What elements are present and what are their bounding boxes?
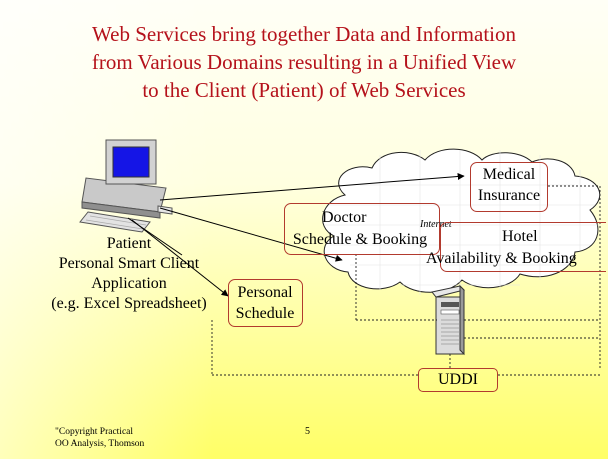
medical-insurance-line-2: Insurance — [477, 187, 541, 204]
client-label-line-3: Application — [91, 275, 167, 292]
medical-insurance-label: Medical Insurance — [470, 164, 548, 206]
title-line-2: from Various Domains resulting in a Unif… — [91, 50, 517, 74]
internet-label: Internet — [420, 219, 452, 230]
client-label-line-4: (e.g. Excel Spreadsheet) — [51, 295, 207, 312]
uddi-box — [418, 368, 498, 392]
title-line-1: Web Services bring together Data and Inf… — [92, 22, 516, 46]
desktop-computer-icon — [79, 139, 173, 233]
slide-title: Web Services bring together Data and Inf… — [30, 20, 578, 104]
cloud-icon — [322, 148, 601, 295]
personal-schedule-label: Personal Schedule — [226, 282, 304, 324]
hotel-box — [440, 222, 606, 272]
server-tower-icon — [431, 284, 465, 356]
uddi-label: UDDI — [438, 371, 478, 388]
doctor-label: Doctor Schedule & Booking — [274, 207, 446, 251]
doctor-line-1: Doctor — [322, 209, 367, 226]
hotel-line-1: Hotel — [502, 228, 538, 245]
doctor-box — [284, 203, 440, 255]
medical-insurance-box — [470, 162, 548, 212]
medical-insurance-line-1: Medical — [482, 166, 536, 183]
copyright-line-2: OO Analysis, Thomson — [55, 439, 145, 449]
page-number: 5 — [305, 426, 310, 437]
copyright-footer: "Copyright Practical OO Analysis, Thomso… — [55, 426, 144, 450]
client-label-line-2: Personal Smart Client — [58, 255, 200, 272]
hotel-label: Hotel Availability & Booking — [426, 226, 608, 270]
personal-schedule-box — [228, 279, 303, 327]
client-label: Patient Personal Smart Client Applicatio… — [40, 234, 218, 314]
client-label-line-1: Patient — [106, 235, 152, 252]
personal-schedule-line-2: Schedule — [235, 305, 295, 322]
hotel-line-2: Availability & Booking — [426, 250, 577, 267]
doctor-line-2: Schedule & Booking — [292, 231, 428, 248]
personal-schedule-line-1: Personal — [237, 284, 293, 301]
copyright-line-1: "Copyright Practical — [55, 427, 134, 437]
connection-arrows — [127, 173, 465, 297]
title-line-3: to the Client (Patient) of Web Services — [142, 78, 466, 102]
dotted-connectors — [211, 185, 601, 376]
